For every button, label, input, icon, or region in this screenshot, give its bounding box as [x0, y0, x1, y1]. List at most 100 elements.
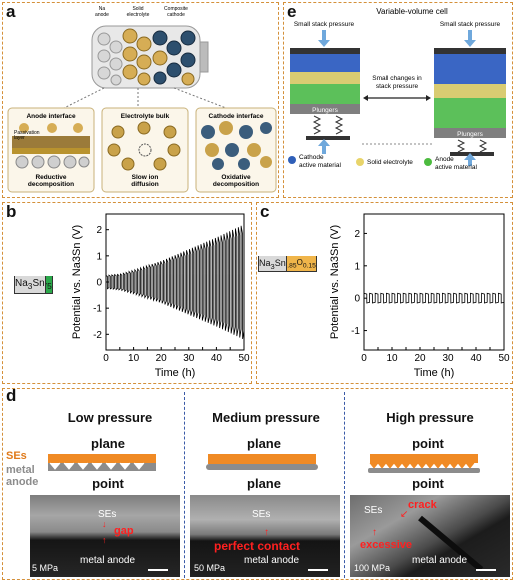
- anode-interface-title: Anode interface: [26, 113, 76, 120]
- col3-sem-anode: metal anode: [412, 555, 468, 566]
- col2-scale-bar: [308, 569, 328, 571]
- y-tick-label: -1: [93, 304, 102, 315]
- col3-sem-pressure: 100 MPa: [354, 563, 391, 573]
- col1-bottom-word: point: [92, 476, 124, 491]
- y-tick-label: 2: [96, 225, 102, 236]
- cathode-interface-title: Cathode interface: [209, 113, 264, 120]
- col1-sem-image: SEs ↓ gap ↑ metal anode 5 MPa: [30, 495, 180, 577]
- col1-sem-pressure: 5 MPa: [32, 563, 59, 573]
- y-axis-label: Potential vs. Na3Sn (V): [329, 225, 341, 339]
- col2-sem-pressure: 50 MPa: [194, 563, 226, 573]
- col2-sem-arrow: ↑: [264, 527, 269, 538]
- x-tick-label: 10: [386, 353, 398, 364]
- x-tick-label: 30: [183, 353, 195, 364]
- plot-frame: [363, 213, 505, 351]
- legend-electrolyte-swatch: [356, 158, 364, 166]
- stack-c-4: Na3Sn: [258, 256, 287, 272]
- col1-sem-ses: SEs: [98, 509, 117, 520]
- col3-scale-bar: [476, 569, 496, 571]
- voltage-trace: [363, 292, 505, 304]
- plungers-label-left: Plungers: [312, 107, 338, 114]
- x-tick-label: 40: [211, 353, 223, 364]
- y-tick-label: 1: [354, 261, 360, 272]
- col3-sem-image: SEs crack ↙ ↑ excessive metal anode 100 …: [350, 495, 510, 577]
- voltage-trace: [105, 225, 245, 339]
- y-tick-label: 1: [96, 251, 102, 262]
- x-tick-label: 50: [498, 353, 510, 364]
- panel-e: [283, 2, 513, 198]
- col2-sem-note: perfect contact: [214, 539, 301, 553]
- col3-top-word: point: [412, 436, 444, 451]
- electrolyte-spheres: [122, 28, 152, 86]
- col3-bottom-word: point: [412, 476, 444, 491]
- cathode-spheres: [152, 30, 196, 86]
- x-tick-label: 20: [414, 353, 426, 364]
- side-label-anode: anode: [6, 476, 39, 488]
- divider-1: [184, 392, 185, 578]
- x-tick-label: 10: [128, 353, 140, 364]
- panel-a: [2, 2, 279, 198]
- col2-top-word: plane: [247, 436, 281, 451]
- plungers-label-right: Plungers: [457, 131, 483, 138]
- divider-2: [344, 392, 345, 578]
- col1-title: Low pressure: [67, 410, 153, 425]
- col1-sem-arrow2: ↑: [102, 535, 107, 545]
- anode-spheres: [97, 32, 123, 86]
- legend-anode-swatch: [424, 158, 432, 166]
- col2-title: Medium pressure: [212, 410, 320, 425]
- x-tick-label: 50: [238, 353, 250, 364]
- y-tick-label: 2: [354, 229, 360, 240]
- y-axis-label: Potential vs. Na3Sn (V): [71, 225, 83, 339]
- stack-b-2: Na3Sn: [14, 276, 46, 294]
- panel-e-figure: Variable-volume cell Small stack pressur…: [288, 7, 506, 171]
- right-pressure-label: Small stack pressure: [440, 21, 501, 28]
- col1-schematic: [48, 454, 156, 471]
- y-tick-label: 0: [354, 294, 360, 305]
- x-tick-label: 20: [156, 353, 168, 364]
- col3-sem-ses: SEs: [364, 505, 383, 516]
- col3-sem-arrow2: ↑: [372, 527, 377, 538]
- col3-sem-arrow: ↙: [400, 509, 409, 520]
- panel-e-label: e: [287, 2, 297, 21]
- panel-d-label: d: [6, 386, 17, 405]
- col2-schematic: [206, 454, 318, 470]
- col2-sem-image: SEs ↑ perfect contact metal anode 50 MPa: [190, 495, 340, 577]
- panel-c-label: c: [260, 202, 270, 221]
- col2-sem-ses: SEs: [252, 509, 271, 520]
- col2-sem-anode: metal anode: [244, 555, 300, 566]
- col2-bottom-word: plane: [247, 476, 281, 491]
- panel-b-label: b: [6, 202, 17, 221]
- x-axis-label: Time (h): [155, 367, 196, 379]
- battery-cap: [199, 41, 209, 73]
- side-label-metal: metal: [6, 464, 35, 476]
- panel-a-label: a: [6, 2, 16, 21]
- col3-sem-note2: excessive: [360, 539, 412, 551]
- panel-b: [2, 202, 252, 384]
- col1-sem-note: gap: [114, 525, 134, 537]
- y-tick-label: 0: [96, 278, 102, 289]
- left-pressure-label: Small stack pressure: [294, 21, 355, 28]
- col3-sem-note: crack: [408, 499, 437, 511]
- col1-top-word: plane: [91, 436, 125, 451]
- col3-title: High pressure: [386, 410, 474, 425]
- variable-volume-title: Variable-volume cell: [376, 7, 448, 16]
- x-tick-label: 0: [103, 353, 109, 364]
- col3-schematic: [368, 454, 480, 473]
- y-tick-label: -1: [351, 326, 360, 337]
- col1-sem-anode: metal anode: [80, 555, 136, 566]
- y-tick-label: -2: [93, 330, 102, 341]
- electrolyte-bulk-title: Electrolyte bulk: [121, 113, 170, 120]
- legend-electrolyte: Solid electrolyte: [367, 159, 413, 166]
